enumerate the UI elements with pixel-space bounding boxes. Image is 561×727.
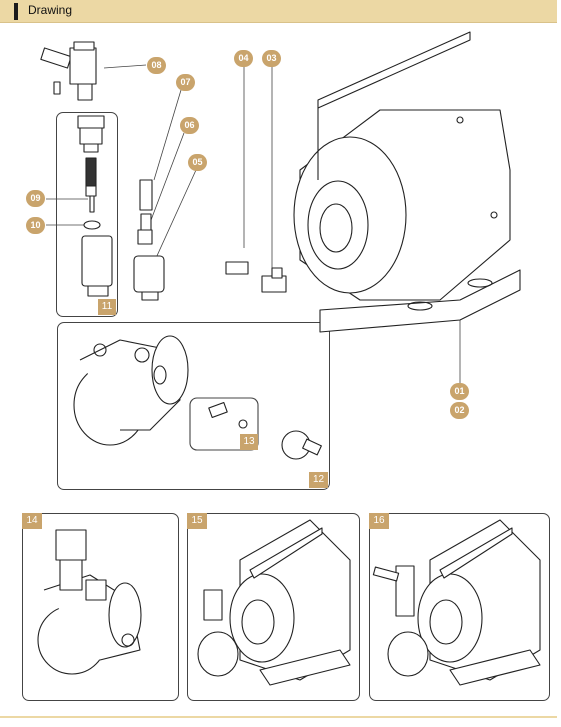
pump-assembly-14 (37, 529, 142, 675)
motor-pump-valve-16 (372, 519, 541, 686)
brushes (225, 261, 287, 293)
callout-04: 04 (234, 50, 253, 67)
callout-03: 03 (262, 50, 281, 67)
valve-08 (40, 41, 97, 101)
motor-01 (293, 31, 521, 333)
small-parts (133, 179, 165, 301)
bottom-rule (0, 716, 557, 718)
callout-05: 05 (188, 154, 207, 171)
valve-parts-stack (77, 115, 113, 297)
tag-15: 15 (187, 513, 207, 529)
callout-09: 09 (26, 190, 45, 207)
callout-01: 01 (450, 383, 469, 400)
pump-head-12 (73, 335, 322, 460)
header-bar: Drawing (0, 0, 557, 23)
tag-16: 16 (369, 513, 389, 529)
header-marker (14, 3, 18, 20)
callout-07: 07 (176, 74, 195, 91)
motor-pump-15 (197, 519, 351, 686)
callout-08: 08 (147, 57, 166, 74)
callout-02: 02 (450, 402, 469, 419)
tag-12: 12 (309, 472, 328, 488)
tag-13: 13 (240, 434, 258, 450)
callout-10: 10 (26, 217, 45, 234)
callout-06: 06 (180, 117, 199, 134)
page-title: Drawing (28, 3, 73, 17)
tag-11: 11 (98, 299, 116, 315)
tag-14: 14 (22, 513, 42, 529)
